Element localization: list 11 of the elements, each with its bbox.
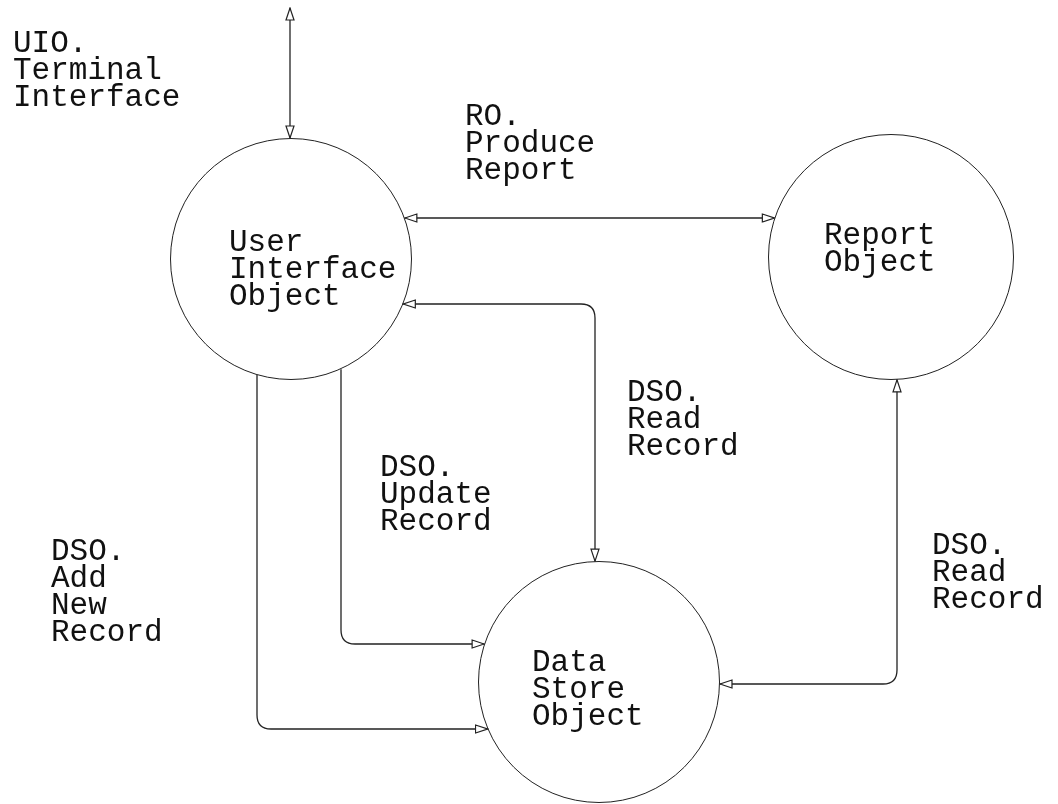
node-label: Report Object	[824, 222, 936, 276]
node-label: User Interface Object	[229, 229, 397, 310]
edge-label: RO. Produce Report	[465, 103, 596, 184]
arrow	[256, 374, 489, 734]
arrow	[340, 368, 485, 649]
arrow	[404, 213, 775, 223]
arrow	[285, 7, 295, 139]
process-circle	[768, 134, 1014, 380]
arrow	[402, 299, 600, 562]
arrow	[719, 379, 902, 689]
node-label: Data Store Object	[532, 649, 644, 730]
